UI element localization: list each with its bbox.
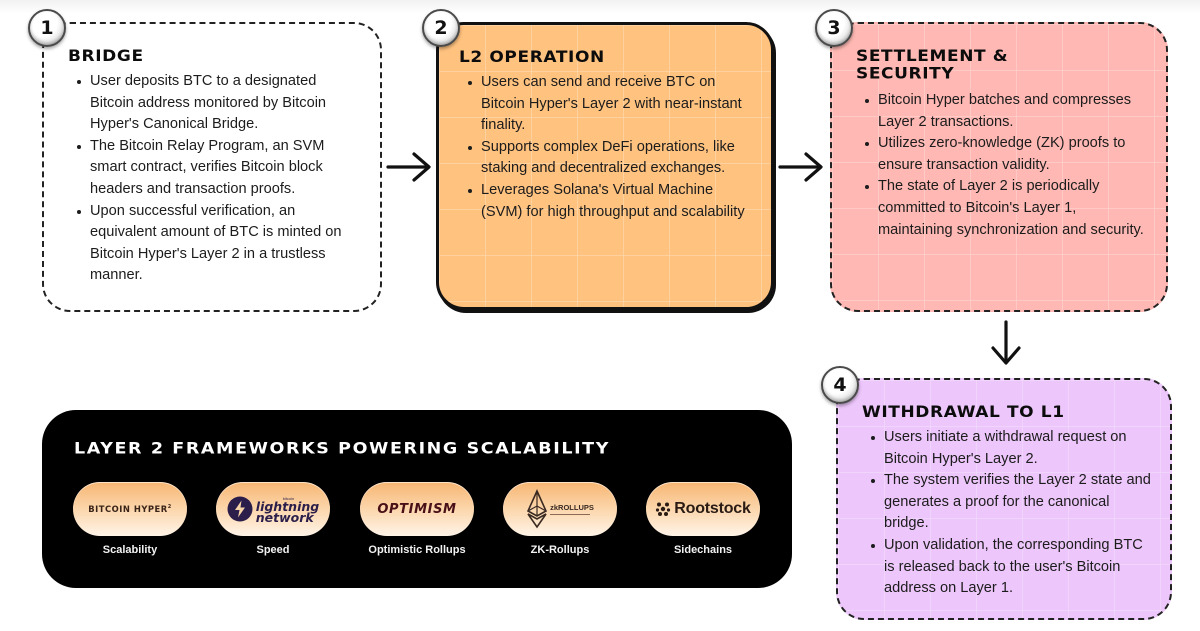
framework-label: Scalability bbox=[102, 544, 158, 556]
lightning-bolt-icon bbox=[227, 496, 253, 522]
logo-text: lightning bbox=[255, 498, 320, 514]
bullet-item: Supports complex DeFi operations, like s… bbox=[459, 137, 753, 180]
step-card-settlement-security: Settlement & Security Bitcoin Hyper batc… bbox=[830, 22, 1168, 312]
bitcoin-hyper-logo: BITCOIN HYPER2 bbox=[88, 504, 171, 514]
logo-small-text: bitcoin bbox=[282, 495, 295, 501]
step-number-badge: 1 bbox=[28, 9, 66, 47]
frameworks-title: Layer 2 Frameworks Powering Scalability bbox=[74, 440, 610, 458]
bullet-item: Utilizes zero-knowledge (ZK) proofs to e… bbox=[856, 133, 1148, 176]
step-title: Settlement & Security bbox=[856, 47, 1009, 83]
frameworks-panel: Layer 2 Frameworks Powering Scalability … bbox=[42, 410, 792, 588]
arrow-right-icon bbox=[778, 152, 823, 182]
framework-pill-lightning-network: bitcoin lightning network bbox=[216, 482, 330, 536]
logo-text: zkROLLUPS bbox=[550, 503, 594, 512]
logo-text: network bbox=[255, 509, 314, 525]
bullet-item: User deposits BTC to a designated Bitcoi… bbox=[68, 71, 362, 136]
top-shade bbox=[0, 0, 1200, 14]
step-bullets: User deposits BTC to a designated Bitcoi… bbox=[68, 71, 362, 287]
framework-pill-zkrollups: zkROLLUPS bbox=[503, 482, 617, 536]
bullet-item: Users can send and receive BTC on Bitcoi… bbox=[459, 72, 753, 137]
logo-subline bbox=[550, 514, 591, 515]
step-bullets: Users initiate a withdrawal request on B… bbox=[862, 427, 1152, 600]
ethereum-diamond-icon bbox=[527, 489, 548, 529]
bullet-item: Users initiate a withdrawal request on B… bbox=[862, 427, 1152, 470]
framework-pill-optimism: OPTIMISM bbox=[360, 482, 474, 536]
step-title: Withdrawal to L1 bbox=[862, 403, 1065, 422]
bullet-item: Leverages Solana's Virtual Machine (SVM)… bbox=[459, 180, 753, 223]
step-card-bridge: Bridge User deposits BTC to a designated… bbox=[42, 22, 382, 312]
step-title: Bridge bbox=[68, 47, 144, 66]
step-number-badge: 2 bbox=[422, 9, 460, 47]
step-card-withdrawal-to-l1: Withdrawal to L1 Users initiate a withdr… bbox=[836, 378, 1172, 620]
rootstock-logo: Rootstock bbox=[674, 500, 751, 517]
logo-mark: 2 bbox=[167, 504, 172, 511]
framework-pill-rootstock: Rootstock bbox=[646, 482, 760, 536]
rootstock-logo-icon bbox=[656, 502, 671, 516]
bullet-item: The Bitcoin Relay Program, an SVM smart … bbox=[68, 136, 362, 201]
bullet-item: The system verifies the Layer 2 state an… bbox=[862, 470, 1152, 535]
step-card-l2-operation: L2 Operation Users can send and receive … bbox=[436, 22, 774, 310]
step-number-badge: 4 bbox=[821, 366, 859, 404]
optimism-logo: OPTIMISM bbox=[377, 501, 457, 517]
step-title: L2 Operation bbox=[459, 48, 605, 67]
framework-label: Sidechains bbox=[673, 544, 733, 556]
framework-label: ZK-Rollups bbox=[530, 544, 590, 556]
framework-label: Speed bbox=[256, 544, 290, 556]
framework-pill-bitcoin-hyper: BITCOIN HYPER2 bbox=[73, 482, 187, 536]
logo-text: BITCOIN HYPER bbox=[88, 504, 168, 514]
arrow-right-icon bbox=[386, 152, 431, 182]
arrow-down-icon bbox=[991, 320, 1021, 365]
step-bullets: Bitcoin Hyper batches and compresses Lay… bbox=[856, 90, 1148, 241]
step-number-badge: 3 bbox=[815, 9, 853, 47]
bullet-item: Upon validation, the corresponding BTC i… bbox=[862, 535, 1152, 600]
step-bullets: Users can send and receive BTC on Bitcoi… bbox=[459, 72, 753, 223]
bullet-item: Upon successful verification, an equival… bbox=[68, 201, 362, 287]
bullet-item: The state of Layer 2 is periodically com… bbox=[856, 176, 1148, 241]
framework-label: Optimistic Rollups bbox=[368, 544, 466, 556]
bullet-item: Bitcoin Hyper batches and compresses Lay… bbox=[856, 90, 1148, 133]
